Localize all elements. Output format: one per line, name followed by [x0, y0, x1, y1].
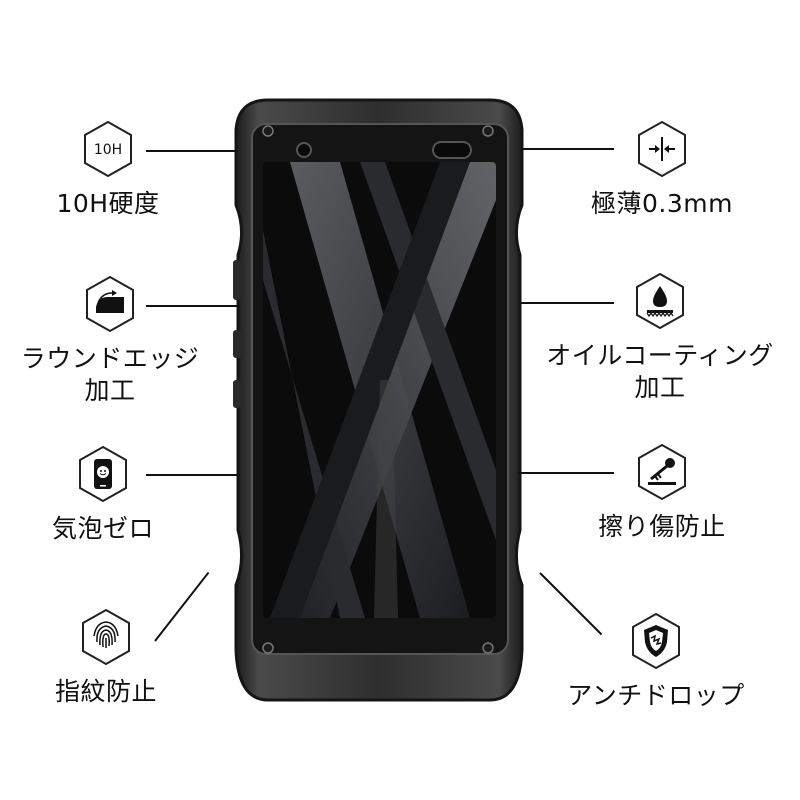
smiley-phone-icon [77, 445, 129, 503]
feature-anti-drop: アンチドロップ [556, 612, 756, 712]
feature-scratch: 擦り傷防止 [574, 443, 750, 543]
scratch-label: 擦り傷防止 [598, 512, 726, 541]
round-edge-label-line2: 加工 [84, 376, 136, 405]
connector-line-hardness [146, 150, 238, 152]
connector-line-thin [522, 148, 614, 150]
anti-drop-label: アンチドロップ [567, 681, 745, 710]
10h-icon: 10H [82, 120, 134, 178]
key-scratch-icon [636, 443, 688, 501]
feature-oil-coating: オイルコーティング 加工 [540, 272, 780, 404]
connector-line-bubble [146, 474, 240, 476]
feature-bubble-free: 気泡ゼロ [15, 445, 191, 545]
feature-round-edge: ラウンドエッジ 加工 [0, 275, 220, 407]
bubble-free-label: 気泡ゼロ [51, 514, 154, 543]
feature-fingerprint: 指紋防止 [18, 608, 194, 708]
fingerprint-label: 指紋防止 [54, 677, 157, 706]
hardness-label: 10H硬度 [56, 189, 160, 218]
round-edge-label-line1: ラウンドエッジ [20, 344, 200, 373]
connector-line-scratch [518, 472, 614, 474]
10h-icon-text: 10H [94, 142, 122, 158]
oil-coating-label-line1: オイルコーティング [546, 341, 774, 370]
feature-hardness: 10H 10H硬度 [20, 120, 196, 220]
thin-label: 極薄0.3mm [591, 189, 733, 218]
round-edge-icon [84, 275, 136, 333]
fingerprint-icon [80, 608, 132, 666]
connector-line-oil [520, 302, 614, 304]
oil-coating-label: オイルコーティング 加工 [546, 340, 774, 404]
shield-icon [630, 612, 682, 670]
oil-drop-icon [634, 272, 686, 330]
feature-thin: 極薄0.3mm [574, 120, 750, 220]
thickness-arrows-icon [636, 120, 688, 178]
oil-coating-label-line2: 加工 [634, 373, 686, 402]
round-edge-label: ラウンドエッジ 加工 [21, 343, 200, 407]
connector-line-round-edge [146, 305, 240, 307]
